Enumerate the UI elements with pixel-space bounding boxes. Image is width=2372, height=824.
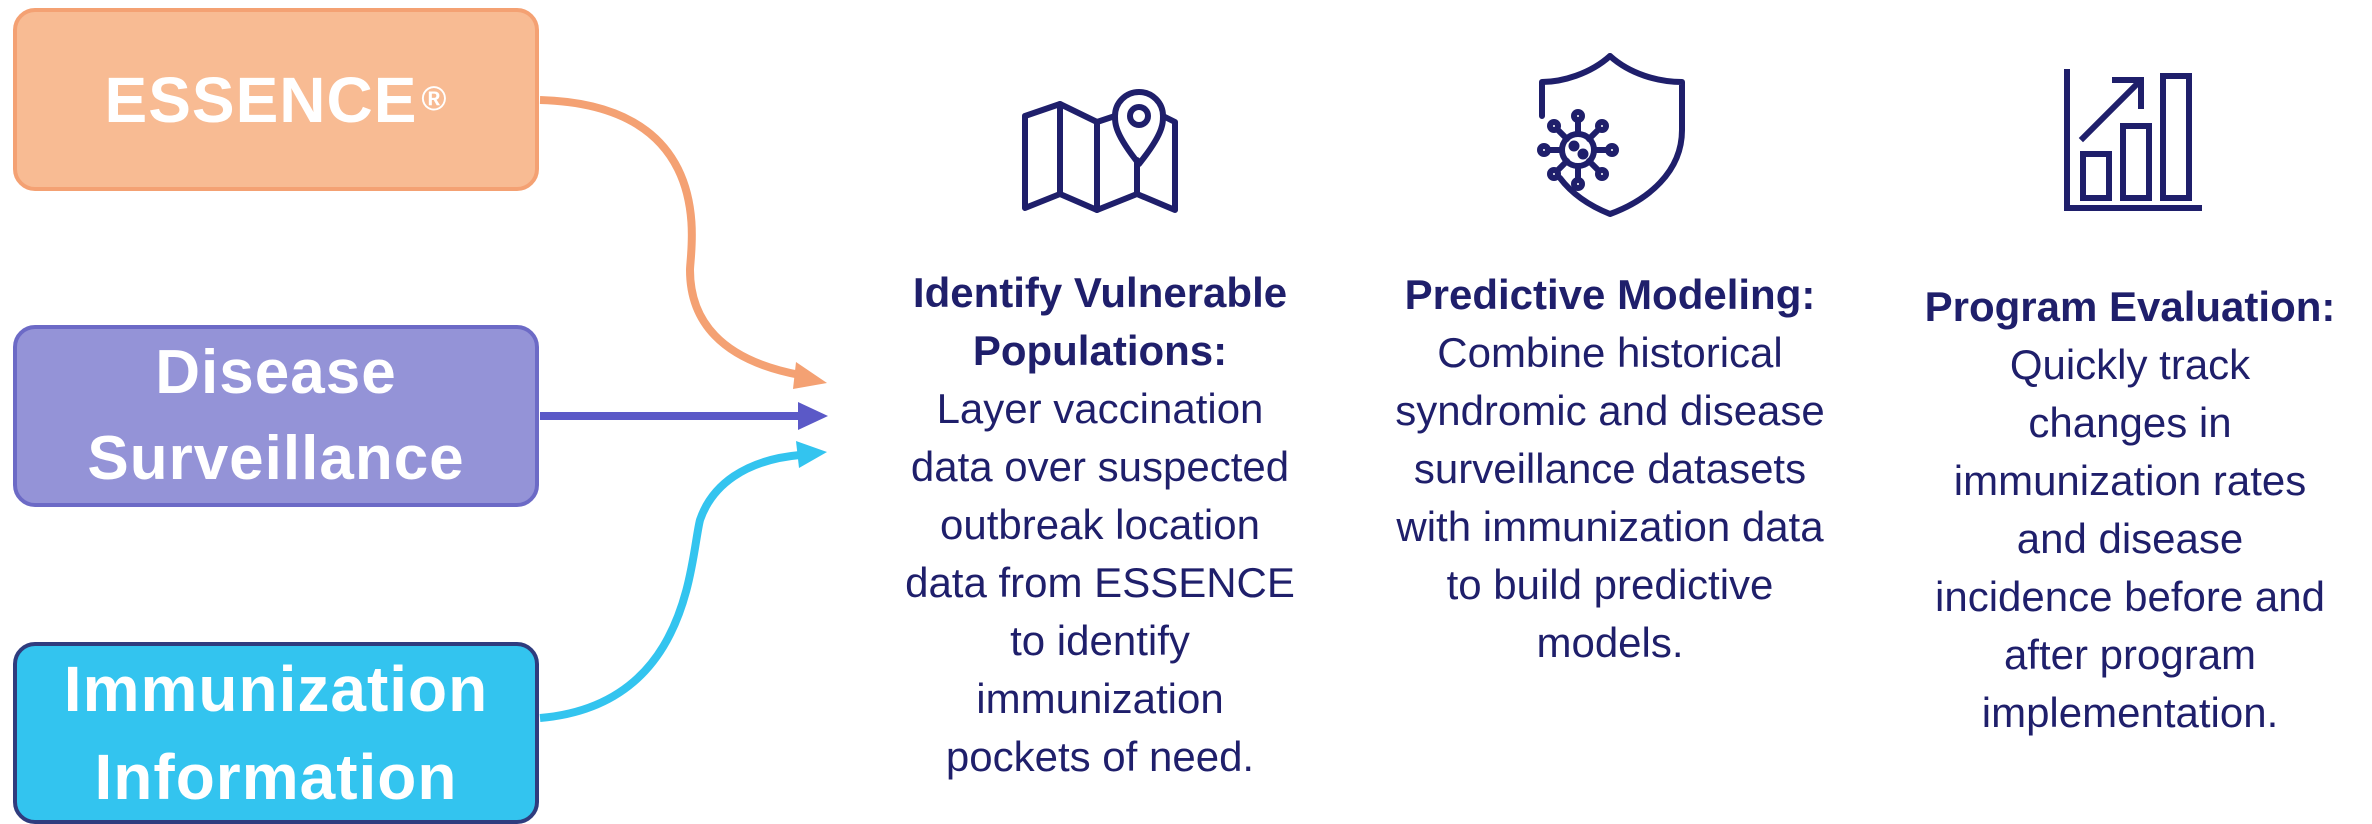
body-line: models.	[1536, 619, 1684, 666]
predictive-modeling-column: Predictive Modeling: Combine historical …	[1360, 50, 1860, 672]
body-line: with immunization data	[1396, 503, 1824, 550]
column-1-heading: Identify Vulnerable Populations:	[880, 264, 1320, 380]
heading-line: Predictive Modeling:	[1404, 271, 1816, 318]
column-2-heading: Predictive Modeling:	[1360, 266, 1860, 324]
body-line: surveillance datasets	[1413, 445, 1807, 492]
body-line: data over suspected	[910, 443, 1290, 490]
body-line: to build predictive	[1446, 561, 1774, 608]
body-line: to identify	[1010, 617, 1190, 664]
body-line: Quickly track	[2009, 341, 2251, 388]
program-evaluation-column: Program Evaluation: Quickly track change…	[1895, 66, 2365, 742]
immunization-label-line1: Immunization	[63, 653, 489, 725]
body-line: syndromic and disease	[1395, 387, 1825, 434]
heading-line: Program Evaluation:	[1924, 283, 2336, 330]
essence-connector	[539, 96, 801, 379]
immunization-label-line2: Information	[94, 741, 458, 813]
body-line: incidence before and	[1935, 573, 2325, 620]
immunization-arrowhead	[796, 441, 827, 468]
column-2-body: Combine historical syndromic and disease…	[1360, 324, 1860, 672]
body-line: after program	[2003, 631, 2257, 678]
column-3-body: Quickly track changes in immunization ra…	[1895, 336, 2365, 742]
disease-surveillance-box: Disease Surveillance	[13, 325, 539, 507]
column-1-body: Layer vaccination data over suspected ou…	[880, 380, 1320, 786]
heading-line: Identify Vulnerable	[912, 269, 1288, 316]
body-line: data from ESSENCE	[905, 559, 1295, 606]
identify-vulnerable-populations-column: Identify Vulnerable Populations: Layer v…	[880, 76, 1320, 786]
shield-virus-icon	[1537, 53, 1685, 217]
body-line: outbreak location	[940, 501, 1260, 548]
body-line: changes in	[2028, 399, 2232, 446]
body-line: immunization rates	[1953, 457, 2307, 504]
body-line: implementation.	[1981, 689, 2279, 736]
bar-chart-growth-icon	[2064, 69, 2202, 211]
heading-line: Populations:	[972, 327, 1228, 374]
registered-mark: ®	[421, 80, 448, 118]
disease-label-line1: Disease	[155, 338, 397, 407]
body-line: and disease	[2016, 515, 2244, 562]
body-line: Layer vaccination	[936, 385, 1264, 432]
essence-label: ESSENCE	[104, 63, 418, 136]
column-3-heading: Program Evaluation:	[1895, 278, 2365, 336]
essence-source-box: ESSENCE®	[13, 8, 539, 191]
map-pin-icon	[1022, 89, 1178, 213]
body-line: immunization	[976, 675, 1224, 722]
body-line: Combine historical	[1437, 329, 1783, 376]
disease-label-line2: Surveillance	[87, 424, 465, 493]
disease-arrowhead	[798, 402, 828, 430]
body-line: pockets of need.	[945, 733, 1255, 780]
essence-arrowhead	[793, 362, 827, 389]
immunization-connector	[539, 451, 801, 722]
